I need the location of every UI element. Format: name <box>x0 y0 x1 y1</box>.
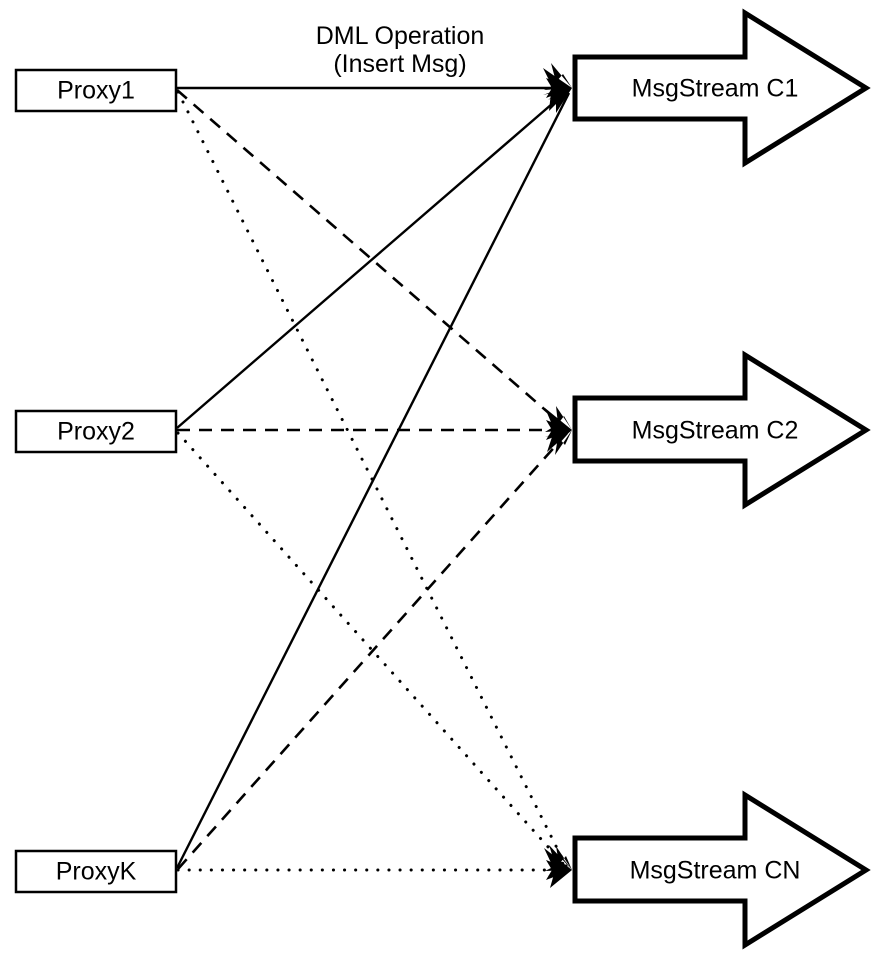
proxy-node-proxy2[interactable]: Proxy2 <box>14 409 178 454</box>
stream-node-cn[interactable]: MsgStream CN <box>572 790 871 950</box>
proxy-nodes: Proxy1 Proxy2 ProxyK <box>14 68 178 894</box>
stream-label-c1: MsgStream C1 <box>632 75 799 103</box>
stream-nodes: MsgStream C1 MsgStream C2 MsgStream CN <box>572 8 871 950</box>
edge-label-line2: (Insert Msg) <box>333 50 466 78</box>
proxy-label-proxyk: ProxyK <box>56 858 137 886</box>
arrowhead-c1 <box>543 63 572 113</box>
edge-label-dml-operation: DML Operation (Insert Msg) <box>316 22 485 78</box>
proxy-node-proxyk[interactable]: ProxyK <box>14 849 178 894</box>
connection-proxy2-to-c1 <box>176 90 568 429</box>
edge-label-line1: DML Operation <box>316 22 485 50</box>
connection-proxy1-to-c2 <box>176 89 567 429</box>
arrowhead-layer <box>543 63 572 888</box>
stream-arrow-shape-c2[interactable] <box>572 350 871 510</box>
proxy-node-proxy1[interactable]: Proxy1 <box>14 68 178 113</box>
connection-proxyk-to-c1 <box>175 92 571 869</box>
proxy-box-proxy2[interactable] <box>14 409 178 454</box>
connection-layer <box>175 86 571 872</box>
stream-node-c1[interactable]: MsgStream C1 <box>572 8 871 168</box>
stream-arrow-shape-cn[interactable] <box>572 790 871 950</box>
stream-label-cn: MsgStream CN <box>630 857 801 885</box>
stream-node-c2[interactable]: MsgStream C2 <box>572 350 871 510</box>
arrowhead-c2 <box>545 406 572 455</box>
proxy-label-proxy2: Proxy2 <box>57 418 135 446</box>
arrowhead-cn <box>544 845 572 888</box>
stream-label-c2: MsgStream C2 <box>632 417 799 445</box>
proxy-box-proxyk[interactable] <box>14 849 178 894</box>
proxy-box-proxy1[interactable] <box>14 68 178 113</box>
connection-proxy1-to-cn <box>176 90 568 868</box>
proxy-label-proxy1: Proxy1 <box>57 77 135 105</box>
stream-arrow-shape-c1[interactable] <box>572 8 871 168</box>
connection-proxyk-to-c2 <box>177 432 568 870</box>
